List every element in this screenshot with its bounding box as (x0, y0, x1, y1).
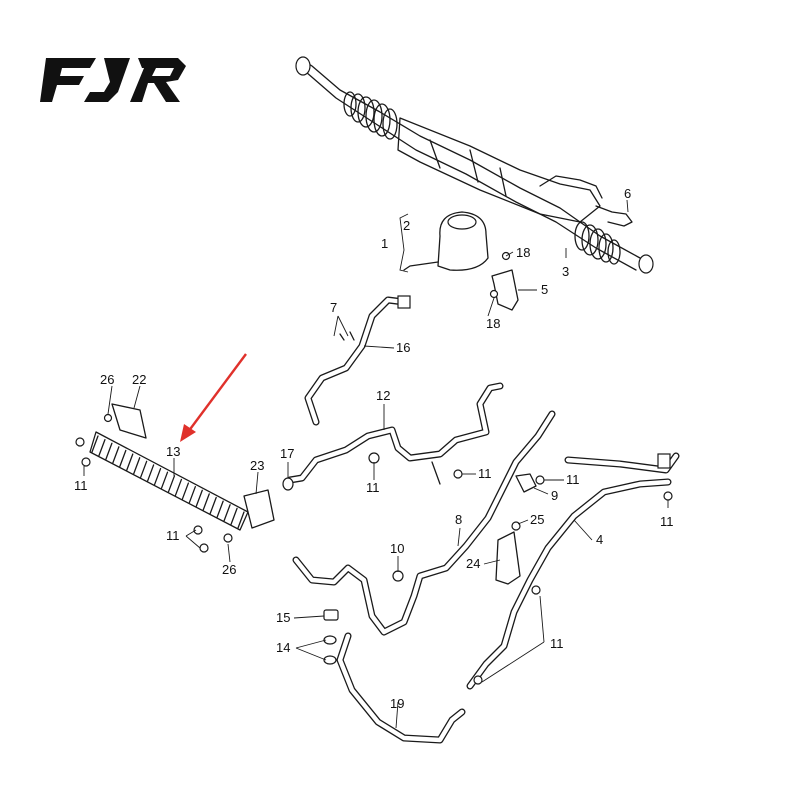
cooler-fin (209, 496, 217, 515)
callout-11c: 11 (366, 480, 380, 495)
highlight-arrow-icon (180, 353, 247, 442)
cooler-fin (126, 453, 134, 471)
callout-11b: 11 (166, 528, 180, 543)
cooler-fin (181, 482, 190, 500)
cooler-fin (202, 493, 210, 511)
callout-25: 25 (530, 512, 544, 527)
callout-6: 6 (624, 186, 631, 201)
callout-14: 14 (276, 640, 290, 655)
cooler-fin (140, 460, 148, 478)
cooler-fin (237, 511, 245, 529)
cooler-fin (146, 464, 155, 482)
callout-11f: 11 (660, 514, 674, 529)
line-12 (286, 382, 504, 485)
cooler-fin (112, 446, 120, 464)
callout-11d: 11 (478, 466, 492, 481)
callout-labels: 1 2 3 4 5 6 7 8 9 10 11 11 11 11 11 11 1… (74, 186, 674, 711)
line-19 (336, 632, 466, 744)
callout-11g: 11 (550, 636, 564, 651)
callout-26a: 26 (100, 372, 114, 387)
cooler-fin (188, 486, 196, 504)
leader-lines (83, 199, 669, 729)
callout-12: 12 (376, 388, 390, 403)
cooler-fin (167, 475, 176, 493)
callout-8: 8 (455, 512, 462, 527)
cooler-fin (119, 449, 127, 468)
callout-7: 7 (330, 300, 337, 315)
line-8 (292, 410, 556, 636)
cooler-13 (75, 403, 275, 553)
cooler-fin (133, 457, 141, 475)
brand-logo (40, 58, 186, 102)
callout-11e: 11 (566, 472, 580, 487)
callout-19: 19 (390, 696, 404, 711)
callout-2: 2 (403, 218, 410, 233)
steering-rack (295, 56, 654, 274)
callout-9: 9 (551, 488, 558, 503)
callout-22: 22 (132, 372, 146, 387)
cooler-fin (105, 442, 113, 460)
callout-1: 1 (381, 236, 388, 251)
small-parts (282, 452, 673, 685)
callout-24: 24 (466, 556, 480, 571)
line-4 (466, 452, 680, 690)
callout-5: 5 (541, 282, 548, 297)
callout-13: 13 (166, 444, 180, 459)
callout-23: 23 (250, 458, 264, 473)
cooler-fin (153, 467, 162, 486)
callout-16: 16 (396, 340, 410, 355)
cooler-fin (91, 435, 99, 453)
callout-3: 3 (562, 264, 569, 279)
callout-26b: 26 (222, 562, 236, 577)
cooler-fin (195, 489, 203, 507)
reservoir (399, 211, 489, 273)
callout-15: 15 (276, 610, 290, 625)
callout-17: 17 (280, 446, 294, 461)
callout-11a: 11 (74, 478, 88, 493)
callout-4: 4 (596, 532, 603, 547)
cooler-fin (230, 507, 238, 526)
cooler-fin (160, 471, 169, 489)
cooler-fin (223, 504, 231, 522)
cooler-fin (98, 438, 106, 457)
callout-18b: 18 (486, 316, 500, 331)
bracket-5 (489, 251, 519, 311)
hose-16 (304, 295, 411, 426)
cooler-fin (216, 500, 224, 518)
cooler-fin (174, 478, 183, 497)
callout-10: 10 (390, 541, 404, 556)
callout-18a: 18 (516, 245, 530, 260)
